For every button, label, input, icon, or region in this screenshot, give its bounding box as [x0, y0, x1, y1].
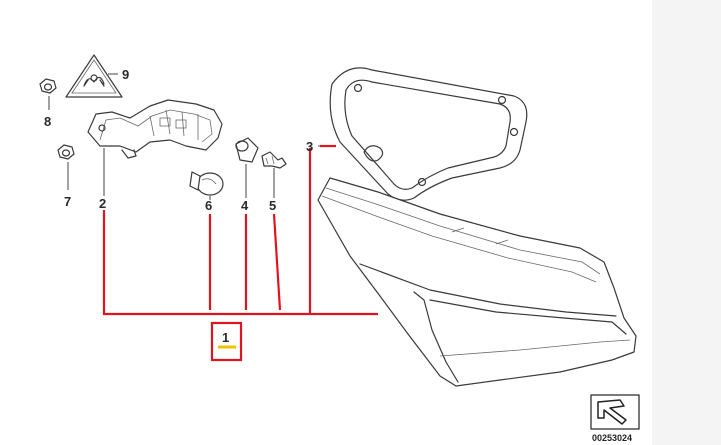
- gasket-part[interactable]: [329, 67, 528, 201]
- callout-1[interactable]: 1: [222, 330, 229, 345]
- callout-3[interactable]: 3: [306, 139, 313, 154]
- nut-part-7[interactable]: [57, 144, 75, 160]
- callout-box-1: [210, 321, 243, 362]
- margin-strip: [652, 0, 721, 445]
- bulb-part-4[interactable]: [235, 137, 259, 163]
- bulb-part-5[interactable]: [261, 151, 287, 169]
- assembly-connection-lines: [102, 144, 378, 316]
- warning-label-part[interactable]: [65, 54, 123, 98]
- catalog-symbol: [590, 394, 640, 430]
- nut-part-8[interactable]: [39, 78, 57, 94]
- callout-4[interactable]: 4: [241, 198, 249, 213]
- callout-6[interactable]: 6: [205, 198, 212, 213]
- callout-5[interactable]: 5: [269, 198, 276, 213]
- bulb-part-6[interactable]: [189, 171, 224, 196]
- bulb-carrier-part[interactable]: [87, 99, 223, 159]
- callout-8[interactable]: 8: [44, 114, 51, 129]
- arrow-icon: [597, 399, 627, 425]
- callout-2[interactable]: 2: [99, 196, 106, 211]
- callout-9[interactable]: 9: [122, 67, 129, 82]
- catalog-number: 00253024: [592, 433, 632, 443]
- callout-7[interactable]: 7: [64, 194, 71, 209]
- tail-light-housing[interactable]: [317, 177, 637, 387]
